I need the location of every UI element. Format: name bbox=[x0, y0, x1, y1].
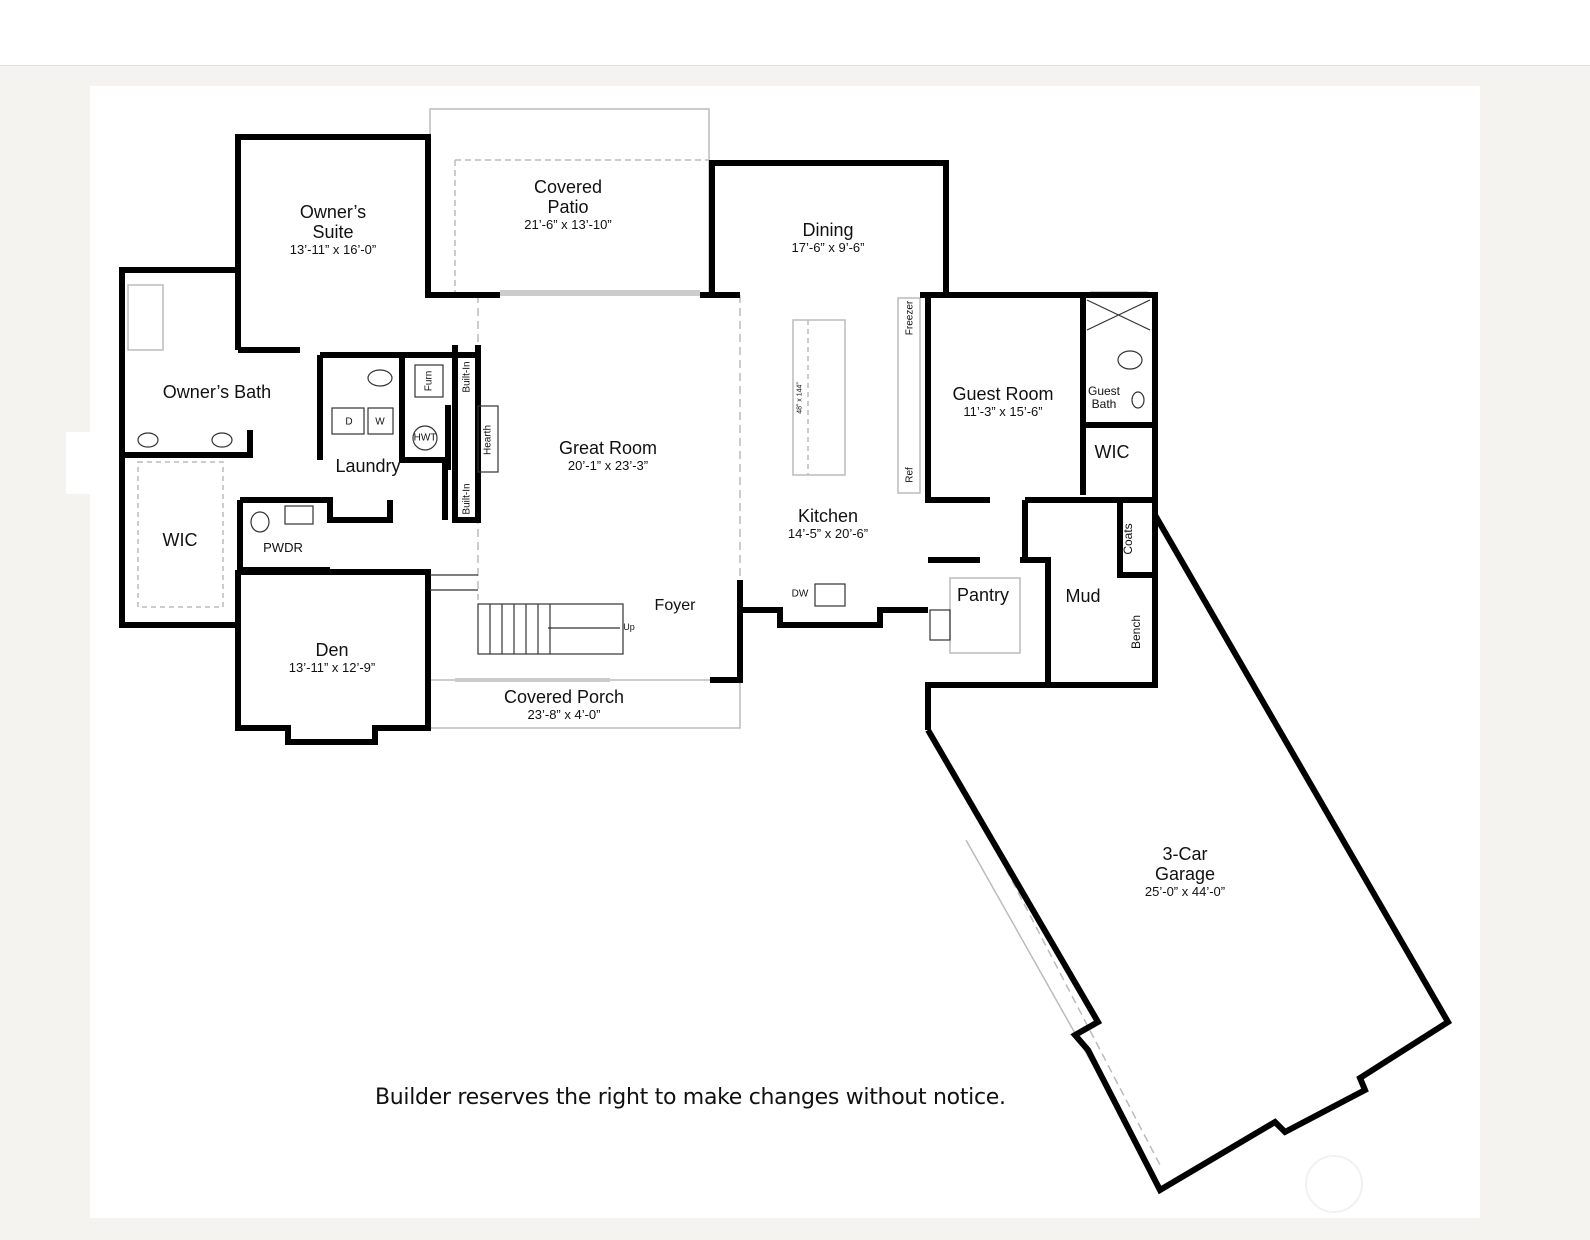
viewer-edge-tab bbox=[66, 432, 90, 494]
label-furnace: Furn bbox=[423, 370, 435, 392]
watermark-logo bbox=[1305, 1155, 1363, 1213]
room-owners-bath: Owner’s Bath bbox=[162, 382, 272, 403]
label-stairs-up: Up bbox=[623, 622, 635, 633]
floorplan-image bbox=[90, 86, 1480, 1218]
room-owner-wic: WIC bbox=[162, 530, 198, 551]
builder-note: Builder reserves the right to make chang… bbox=[375, 1085, 1006, 1110]
label-hearth: Hearth bbox=[482, 424, 494, 456]
label-built-in-bottom: Built-In bbox=[461, 483, 473, 515]
fixtures bbox=[137, 299, 1151, 655]
label-hwt: HWT bbox=[413, 432, 437, 444]
label-washer: W bbox=[375, 416, 385, 428]
label-freezer: Freezer bbox=[904, 300, 916, 336]
room-foyer: Foyer bbox=[654, 597, 696, 615]
room-mud: Mud bbox=[1065, 586, 1101, 607]
label-coats: Coats bbox=[1121, 523, 1135, 555]
room-guest-wic: WIC bbox=[1094, 442, 1130, 463]
label-built-in-top: Built-In bbox=[461, 361, 473, 393]
room-pwdr: PWDR bbox=[263, 539, 303, 555]
label-island: 48” x 144” bbox=[796, 382, 804, 414]
label-ref: Ref bbox=[904, 467, 916, 483]
room-pantry: Pantry bbox=[956, 585, 1010, 606]
staircase bbox=[430, 574, 624, 655]
label-bench: Bench bbox=[1129, 614, 1143, 650]
label-dryer: D bbox=[345, 416, 353, 428]
walls bbox=[119, 134, 1453, 1195]
label-dishwasher: DW bbox=[791, 588, 809, 600]
room-guest-bath: Guest Bath bbox=[1087, 383, 1120, 411]
top-bar bbox=[0, 0, 1590, 66]
room-laundry: Laundry bbox=[335, 456, 401, 477]
